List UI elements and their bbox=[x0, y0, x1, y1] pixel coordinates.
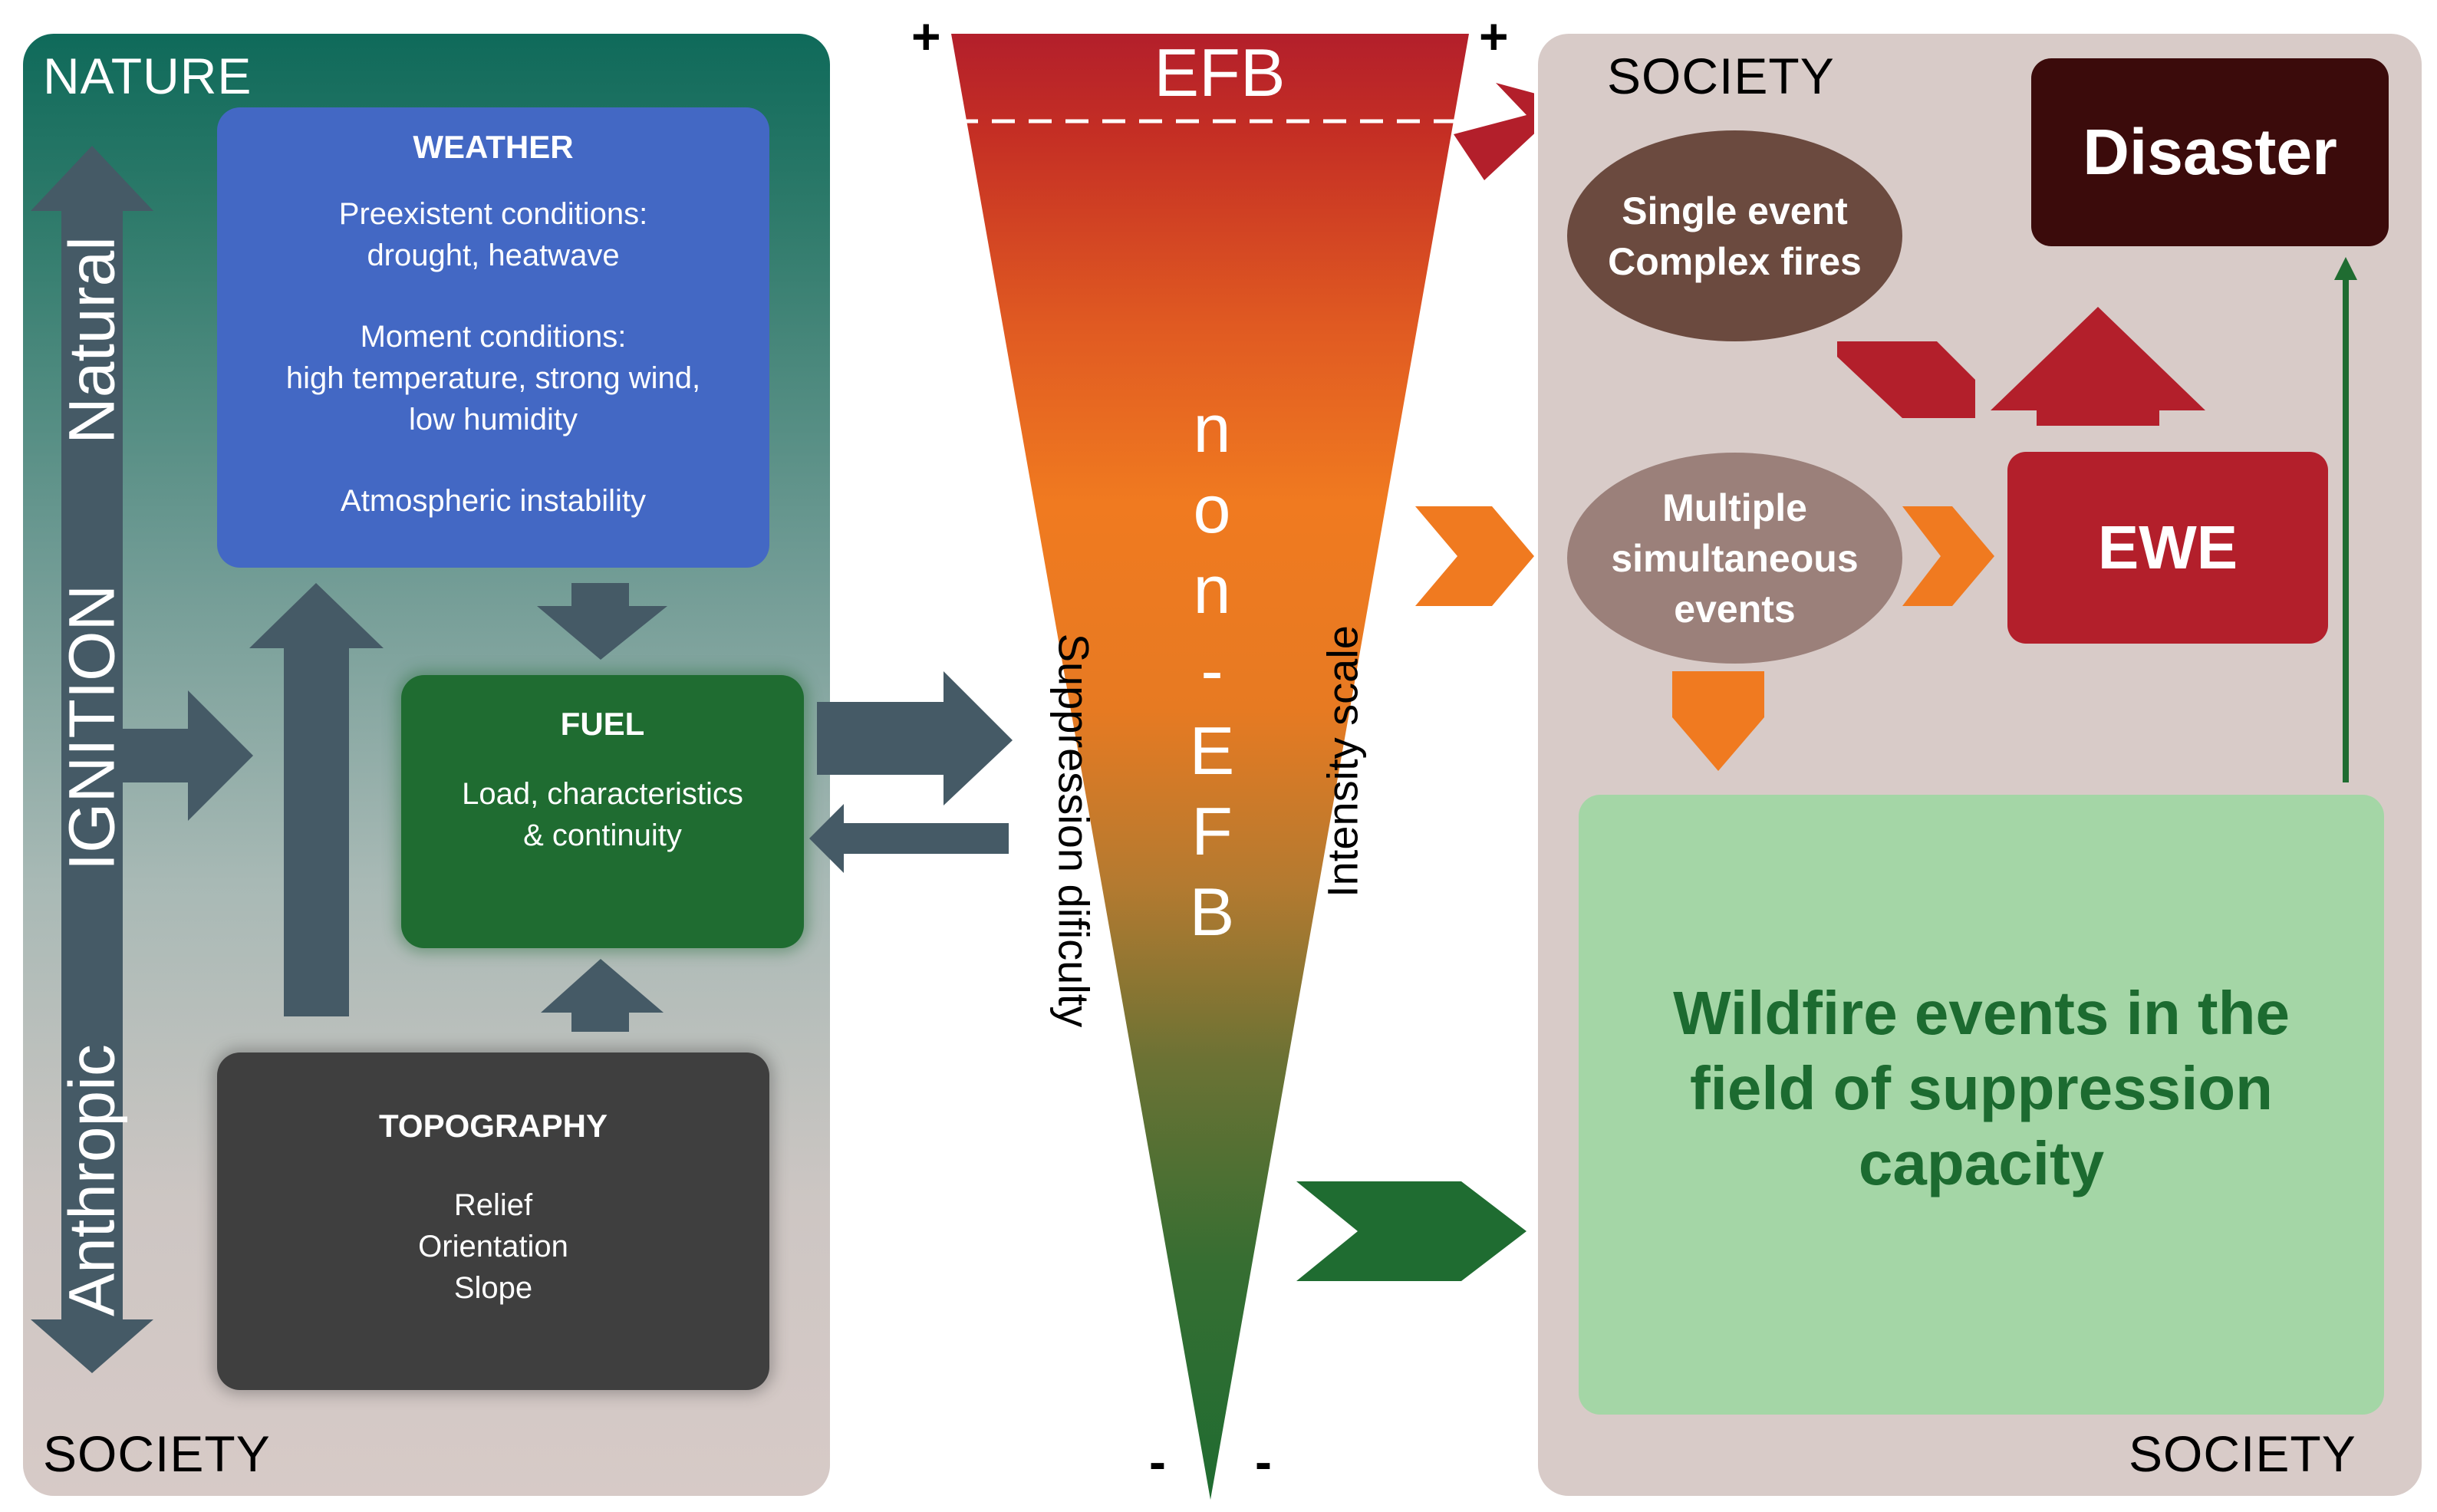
suppression-difficulty-label: Suppression dificulty bbox=[1049, 633, 1098, 1028]
natural-axis-label: Natural bbox=[55, 236, 128, 444]
suppression-capacity-text: Wildfire events in the field of suppress… bbox=[1579, 976, 2384, 1201]
multiple-to-ewe-chevron bbox=[1902, 506, 1994, 606]
efb-to-single-event-arrow bbox=[1454, 83, 1534, 180]
upward-arrow bbox=[249, 583, 384, 1016]
weather-line: Moment conditions: bbox=[360, 320, 627, 354]
multiple-events-oval: Multiple simultaneous events bbox=[1567, 453, 1902, 664]
anthropic-axis-label: Anthropic bbox=[55, 1044, 128, 1316]
society-label-bottom: SOCIETY bbox=[2129, 1425, 2356, 1482]
center-triangle-graphic bbox=[809, 34, 1534, 1500]
plus-sign-left: + bbox=[911, 8, 941, 64]
non-efb-letter: E bbox=[1189, 713, 1235, 789]
non-efb-letter: F bbox=[1191, 793, 1233, 869]
nature-label: NATURE bbox=[43, 48, 252, 104]
intensity-scale-label: Intensity scale bbox=[1318, 625, 1367, 898]
plus-sign-right: + bbox=[1479, 8, 1509, 64]
ignition-axis-label: IGNITION bbox=[55, 584, 128, 871]
suppression-capacity-box bbox=[1579, 795, 2384, 1415]
intensity-triangle bbox=[951, 34, 1469, 1500]
to-multiple-events-chevron bbox=[1415, 506, 1534, 606]
topography-title: TOPOGRAPHY bbox=[379, 1108, 608, 1144]
non-efb-letter: n bbox=[1193, 390, 1231, 466]
multiple-events-line: simultaneous bbox=[1611, 536, 1859, 580]
weather-to-fuel-arrow bbox=[537, 583, 667, 660]
disaster-box: Disaster bbox=[2031, 58, 2389, 246]
efb-label: EFB bbox=[1154, 35, 1286, 110]
ewe-to-disaster-arrow bbox=[1991, 307, 2205, 426]
complex-fires-line: Complex fires bbox=[1608, 239, 1862, 283]
minus-sign-left: - bbox=[1149, 1433, 1166, 1490]
ewe-box: EWE bbox=[2007, 452, 2328, 644]
triangle-to-fuel-arrow bbox=[809, 804, 1009, 873]
ignition-arrow bbox=[123, 690, 253, 821]
single-event-line: Single event bbox=[1622, 189, 1848, 232]
suppression-capacity-line: field of suppression bbox=[1689, 1054, 2274, 1122]
fuel-box: FUEL Load, characteristics & continuity bbox=[401, 675, 804, 948]
single-event-to-ewe-arrow bbox=[1837, 341, 1975, 418]
fuel-line: & continuity bbox=[523, 819, 682, 852]
suppression-capacity-line: Wildfire events in the bbox=[1673, 979, 2290, 1047]
fuel-title: FUEL bbox=[560, 706, 645, 742]
weather-line: Atmospheric instability bbox=[341, 484, 646, 518]
left-panel-arrows bbox=[31, 146, 667, 1373]
minus-sign-right: - bbox=[1255, 1433, 1272, 1490]
topography-line: Orientation bbox=[418, 1230, 568, 1263]
suppression-to-disaster-arrowhead bbox=[2334, 257, 2357, 280]
non-efb-letter: - bbox=[1200, 632, 1223, 708]
non-efb-letter: B bbox=[1189, 874, 1235, 950]
topography-to-fuel-arrow bbox=[541, 959, 664, 1032]
multiple-events-line: Multiple bbox=[1662, 486, 1807, 529]
topography-box: TOPOGRAPHY Relief Orientation Slope bbox=[217, 1052, 769, 1390]
society-label-top: SOCIETY bbox=[1607, 48, 1835, 104]
weather-line: low humidity bbox=[408, 403, 578, 436]
multiple-events-line: events bbox=[1674, 587, 1796, 631]
weather-line: drought, heatwave bbox=[367, 239, 620, 272]
single-event-oval: Single event Complex fires bbox=[1567, 130, 1902, 341]
non-efb-letter: n bbox=[1193, 552, 1231, 628]
fuel-line: Load, characteristics bbox=[462, 777, 743, 811]
weather-box: WEATHER Preexistent conditions: drought,… bbox=[217, 107, 769, 568]
non-efb-letter: o bbox=[1193, 471, 1231, 547]
natural-anthropic-axis-arrow bbox=[31, 146, 153, 1373]
topography-line: Slope bbox=[453, 1271, 533, 1305]
suppression-capacity-line: capacity bbox=[1858, 1129, 2105, 1197]
weather-line: high temperature, strong wind, bbox=[285, 361, 701, 395]
fuel-to-triangle-arrow bbox=[817, 671, 1013, 805]
topography-line: Relief bbox=[453, 1188, 533, 1222]
right-panel-arrows bbox=[1672, 257, 2357, 782]
weather-line: Preexistent conditions: bbox=[338, 197, 648, 231]
multiple-to-suppression-chevron bbox=[1672, 671, 1764, 771]
to-suppression-field-chevron bbox=[1296, 1181, 1526, 1281]
weather-title: WEATHER bbox=[413, 129, 574, 165]
society-label-left: SOCIETY bbox=[43, 1425, 271, 1482]
